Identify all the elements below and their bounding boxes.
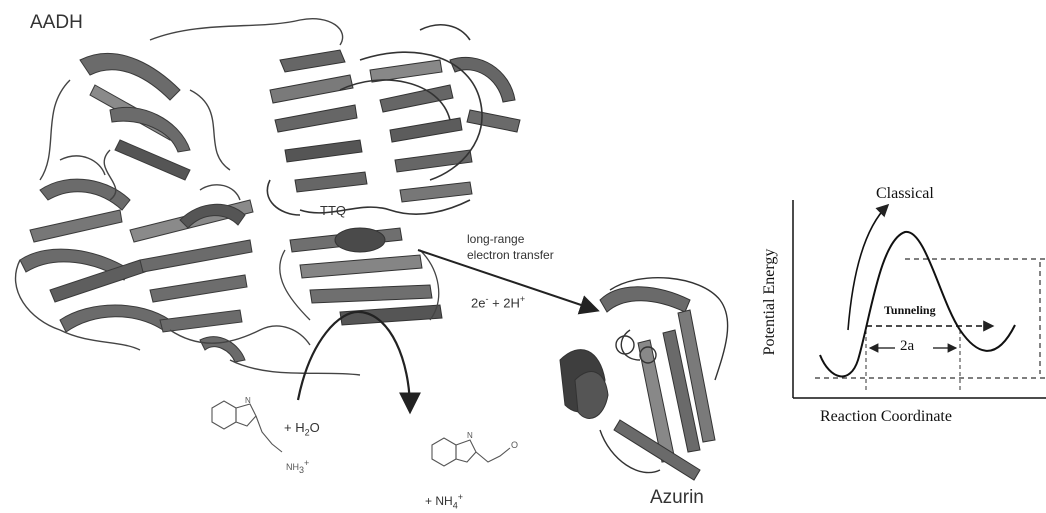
electrons-protons-label: 2e- + 2H+ [471,294,525,310]
water-label: + H2O [284,420,320,438]
amine-text: NH [286,462,299,472]
ammonium-label: + NH4+ [425,492,463,510]
reaction-arrow [298,312,410,410]
indole-n-label-2: N [467,431,473,440]
water-text: + H [284,420,305,435]
transfer-label-line2: electron transfer [467,247,554,263]
electron-transfer-label: long-range electron transfer [467,231,554,263]
water-oxygen: O [310,420,320,435]
aldehyde-oxygen-label: O [511,440,518,450]
azurin-structure [560,287,715,480]
amine-label: NH3+ [286,458,309,475]
aadh-left-domain [20,53,253,362]
amine-charge: + [304,458,309,468]
aldehyde-molecule [432,438,510,466]
enzyme-label: AADH [30,12,83,34]
tunneling-label: Tunneling [884,303,936,318]
ttq-subunit [290,228,442,325]
transfer-label-line1: long-range [467,231,554,247]
cofactor-label: TTQ [320,203,346,218]
protons-text: + 2H [488,295,519,310]
indole-n-label-1: N [245,396,251,405]
tryptamine-molecule [212,401,282,452]
barrier-width-label: 2a [900,338,914,355]
electrons-text: 2e [471,295,485,310]
azurin-label: Azurin [650,487,704,509]
x-axis-label: Reaction Coordinate [820,408,952,426]
energy-diagram [793,200,1046,398]
ammonium-charge: + [458,492,463,502]
ammonium-text: + NH [425,494,453,508]
aadh-right-domain [270,50,520,202]
classical-label: Classical [876,185,934,203]
y-axis-label: Potential Energy [761,232,779,372]
protons-charge: + [520,294,525,304]
